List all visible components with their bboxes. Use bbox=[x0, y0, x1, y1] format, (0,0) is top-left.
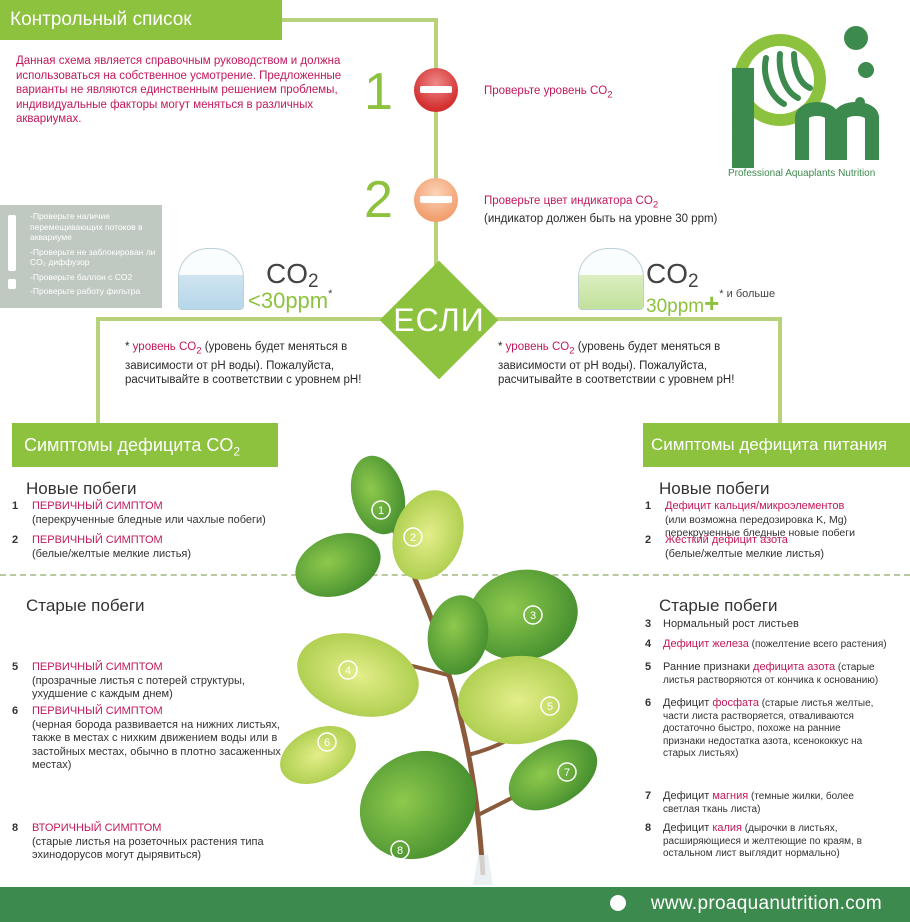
list-item: Дефицит кальция/микроэлементов(или возмо… bbox=[665, 500, 855, 539]
list-item: ПЕРВИЧНЫЙ СИМПТОМ(белые/желтые мелкие ли… bbox=[32, 534, 192, 560]
tip-item: -Проверьте работу фильтра bbox=[30, 286, 141, 296]
step-2-text: Проверьте цвет индикатора CO2 (индикатор… bbox=[484, 195, 718, 226]
leaf-marker-5: 5 bbox=[547, 701, 553, 713]
plant-illustration: 1 2 3 4 5 6 7 8 bbox=[280, 455, 598, 885]
leaf-marker-6: 6 bbox=[324, 737, 330, 749]
connector-right bbox=[492, 317, 782, 321]
right-co2-value: 30ppm+* и больше bbox=[646, 288, 776, 318]
connector-left bbox=[96, 317, 386, 321]
right-header: Симптомы дефицита питания bbox=[643, 423, 910, 467]
left-note: * уровень CO2 (уровень будет меняться в … bbox=[125, 341, 362, 387]
left-co2-label: CO2 bbox=[266, 258, 319, 293]
logo-brand-text: Professional Aquaplants Nutrition bbox=[728, 168, 876, 179]
connector-right-down bbox=[778, 317, 782, 423]
leaf-marker-7: 7 bbox=[564, 767, 570, 779]
tip-item: -Проверьте баллон с CO2 bbox=[30, 271, 133, 282]
list-item: Нормальный рост листьев bbox=[663, 618, 799, 630]
section-divider bbox=[0, 574, 910, 576]
step-1-number: 1 bbox=[364, 63, 393, 121]
list-item: Дефицит магния (темные жилки, более свет… bbox=[663, 790, 854, 815]
right-new-shoots-title: Новые побеги bbox=[659, 479, 770, 498]
right-co2-label: CO2 bbox=[646, 258, 699, 293]
list-item: ПЕРВИЧНЫЙ СИМПТОМ(черная борода развивае… bbox=[32, 705, 281, 771]
right-note: * уровень CO2 (уровень будет меняться в … bbox=[498, 341, 735, 387]
step-1-text: Проверьте уровень CO2 bbox=[484, 85, 613, 101]
page-title: Контрольный список дефицита bbox=[0, 0, 282, 70]
co2-indicator-green-icon bbox=[578, 248, 644, 310]
co2-indicator-blue-icon bbox=[178, 248, 244, 310]
list-item: ПЕРВИЧНЫЙ СИМПТОМ(перекрученные бледные … bbox=[32, 500, 266, 526]
leaf-marker-2: 2 bbox=[410, 532, 416, 544]
footer-bar: www.proaquanutrition.com bbox=[0, 887, 910, 922]
pan-logo: WWW.PROAQUANUTRITION.COM bbox=[732, 26, 879, 168]
decision-diamond: ЕСЛИ bbox=[379, 260, 499, 380]
decision-label: ЕСЛИ bbox=[393, 302, 485, 338]
step-2-orange-icon bbox=[414, 178, 458, 222]
list-item: Дефицит калия (дырочки в листьях, расшир… bbox=[663, 822, 862, 859]
list-item: Ранние признаки дефицита азота (старые л… bbox=[663, 661, 879, 686]
connector-left-down bbox=[96, 317, 100, 423]
tip-item: -Проверьте не заблокирован ли CO₂ диффуз… bbox=[30, 246, 156, 268]
logo-side-text: WWW.PROAQUANUTRITION.COM bbox=[732, 67, 738, 148]
disclaimer: Данная схема является справочным руковод… bbox=[16, 55, 342, 125]
leaf-marker-3: 3 bbox=[530, 610, 536, 622]
list-item: ВТОРИЧНЫЙ СИМПТОМ(старые листья на розет… bbox=[32, 822, 264, 861]
leaf-logo-icon bbox=[610, 895, 626, 911]
right-old-shoots-title: Старые побеги bbox=[659, 596, 778, 615]
list-item: ПЕРВИЧНЫЙ СИМПТОМ(прозрачные листья с по… bbox=[32, 661, 245, 700]
leaf-marker-1: 1 bbox=[378, 505, 384, 517]
step-2-number: 2 bbox=[364, 171, 393, 229]
left-new-shoots-title: Новые побеги bbox=[26, 479, 137, 498]
exclamation-icon bbox=[8, 215, 16, 271]
exclamation-dot-icon bbox=[8, 279, 16, 289]
connector-vertical bbox=[434, 18, 438, 266]
leaf-marker-4: 4 bbox=[345, 665, 351, 677]
connector-top bbox=[282, 18, 438, 22]
leaf-marker-8: 8 bbox=[397, 845, 403, 857]
left-header: Симптомы дефицита CO2 bbox=[12, 423, 278, 467]
tip-item: -Проверьте наличие перемещивающих потоко… bbox=[30, 211, 143, 242]
step-1-red-icon bbox=[414, 68, 458, 112]
website-link[interactable]: www.proaquanutrition.com bbox=[650, 893, 882, 914]
tips-box: -Проверьте наличие перемещивающих потоко… bbox=[0, 205, 162, 308]
list-item: Жесткий дефицит азота(белые/желтые мелки… bbox=[665, 534, 825, 560]
left-co2-value: <30ppm* bbox=[248, 288, 333, 313]
left-old-shoots-title: Старые побеги bbox=[26, 596, 145, 615]
list-item: Дефицит железа (пожелтение всего растени… bbox=[663, 638, 887, 650]
list-item: Дефицит фосфата (старые листья желтые, ч… bbox=[663, 697, 874, 759]
